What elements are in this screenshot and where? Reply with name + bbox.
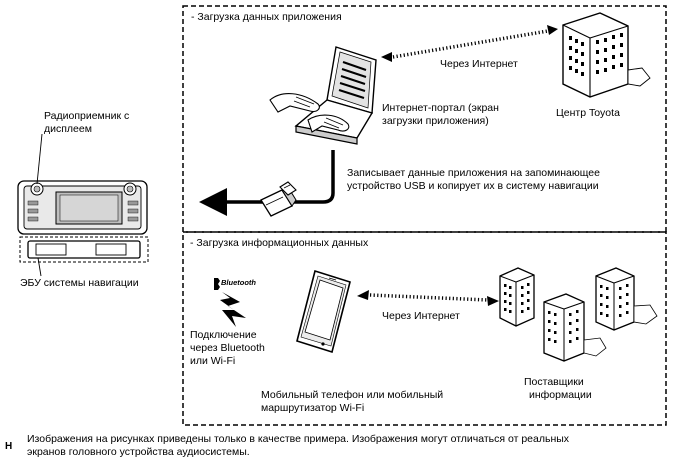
bluetooth-wordmark: Bluetooth [221, 278, 256, 287]
footer-note-line1: Изображения на рисунках приведены только… [27, 433, 570, 445]
section-title-info-download: - Загрузка информационных данных [190, 237, 369, 249]
ecu-leader-line [37, 257, 42, 277]
radio-leader-line [36, 133, 43, 185]
connect-label-line1: Подключение [190, 329, 257, 341]
portal-label-line2: загрузки приложения) [382, 115, 489, 127]
toyota-center-label: Центр Toyota [556, 107, 620, 119]
info-download-frame [182, 231, 667, 426]
smartphone-icon [296, 269, 351, 354]
radio-unit-icon [17, 180, 148, 235]
building-icon [562, 12, 651, 98]
phone-label-line1: Мобильный телефон или мобильный [261, 389, 444, 401]
connect-label-line3: или Wi-Fi [190, 355, 236, 367]
via-internet-bottom-label: Через Интернет [382, 310, 460, 322]
dotted-link-icon [381, 25, 558, 62]
wireless-signal-icon [220, 292, 246, 327]
building-icon-provider-3 [595, 267, 658, 331]
section-title-app-download: - Загрузка данных приложения [191, 11, 342, 23]
ecu-label: ЭБУ системы навигации [20, 277, 139, 289]
radio-label-line1: Радиоприемник с [44, 110, 130, 122]
providers-label-line1: Поставщики [524, 376, 584, 388]
navigation-ecu-icon [19, 236, 149, 263]
building-icon-provider-2 [543, 293, 607, 362]
connect-label-line2: через Bluetooth [190, 342, 265, 354]
figure-marker: H [5, 441, 13, 452]
building-icon-provider-1 [499, 267, 535, 327]
app-download-frame [182, 5, 667, 233]
hands-icon [269, 93, 350, 133]
footer-note-line2: экранов головного устройства аудиосистем… [27, 446, 250, 458]
via-internet-top-label: Через Интернет [440, 58, 518, 70]
bluetooth-logo-icon [214, 278, 220, 290]
phone-label-line2: маршрутизатор Wi-Fi [261, 402, 365, 414]
providers-label-line2: информации [529, 389, 592, 401]
sd-card-icon [279, 181, 297, 196]
arrow-left-icon [199, 150, 335, 216]
usb-caption-line1: Записывает данные приложения на запомина… [347, 167, 600, 179]
dotted-link-icon-bottom [357, 290, 499, 306]
radio-label-line2: дисплеем [44, 123, 92, 135]
portal-label-line1: Интернет-портал (экран [382, 102, 499, 114]
usb-caption-line2: устройство USB и копирует их в систему н… [347, 180, 599, 192]
